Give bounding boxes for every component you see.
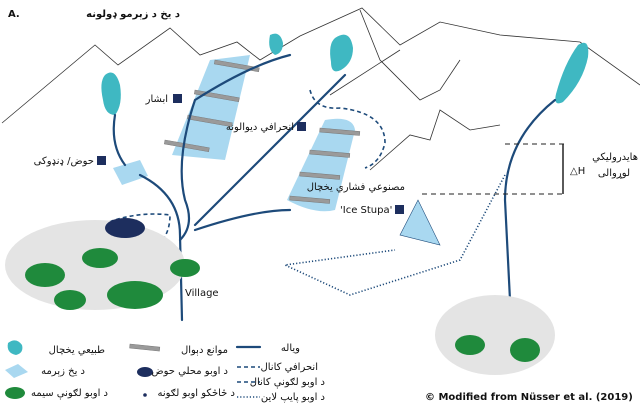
legend-label: طبیعي یخچال bbox=[49, 345, 105, 356]
waterfall-label: ابشار bbox=[145, 94, 168, 105]
legend-label: ویاله bbox=[281, 343, 300, 354]
delta-h-label: △H bbox=[570, 166, 585, 177]
basin-label: حوض/ ډنډوکی bbox=[34, 156, 94, 167]
legend-label: انحرافي کانال bbox=[260, 362, 318, 373]
natural-glaciers bbox=[101, 33, 589, 115]
figure-letter: A. bbox=[8, 9, 20, 20]
village-area-2 bbox=[435, 295, 555, 375]
local-water-basin bbox=[105, 218, 145, 238]
legend-label: موانع دېوال bbox=[181, 345, 228, 356]
legend-label: د اوبو لګونې کانال bbox=[250, 377, 325, 389]
basin-badge bbox=[97, 156, 106, 165]
legend-label: د اوبو محلي حوض bbox=[152, 366, 228, 377]
hydraulic-head-label-2: لوړوالی bbox=[598, 168, 630, 179]
legend-label: د اوبو پایپ لاین bbox=[261, 392, 325, 403]
legend-label: د څاڅکو اوبو لګونه bbox=[157, 388, 235, 399]
irrigated-fields bbox=[25, 248, 540, 362]
barrier-walls bbox=[164, 59, 361, 204]
waterfall-badge bbox=[173, 94, 182, 103]
ice-stupa-badge bbox=[395, 205, 404, 214]
legend-irrigated-area-icon bbox=[5, 387, 25, 399]
diversion-walls-badge bbox=[297, 122, 306, 131]
village-label: Village bbox=[185, 288, 219, 299]
legend-local-basin-icon bbox=[137, 367, 153, 377]
legend-ice-reservoir-icon bbox=[5, 364, 28, 378]
legend-label: د اوبو لګونې سیمه bbox=[31, 388, 108, 400]
legend-barrier-wall-icon bbox=[129, 343, 161, 352]
hydraulic-head-label-1: هایدرولیکي bbox=[592, 152, 638, 163]
legend-drip-irrigation-icon bbox=[143, 393, 147, 397]
legend-natural-glacier-icon bbox=[7, 340, 23, 355]
diversion-walls-label: انحرافي دیوالونه bbox=[226, 122, 294, 133]
hydraulic-head-marker bbox=[422, 143, 565, 195]
ice-stupa-label: 'Ice Stupa' bbox=[340, 205, 392, 216]
artificial-glacier-label: مصنوعي فشاري یخچال bbox=[307, 182, 405, 193]
figure-title: د یخ د زېرمو ډولونه bbox=[86, 9, 180, 20]
ice-stupa-cone bbox=[399, 199, 441, 246]
legend: طبیعي یخچال د یخ زېرمه د اوبو لګونې سیمه… bbox=[5, 340, 325, 403]
ice-reservoirs bbox=[113, 55, 355, 212]
legend-label: د یخ زېرمه bbox=[41, 366, 85, 377]
credit-text: © Modified from Nüsser et al. (2019) bbox=[425, 392, 633, 403]
